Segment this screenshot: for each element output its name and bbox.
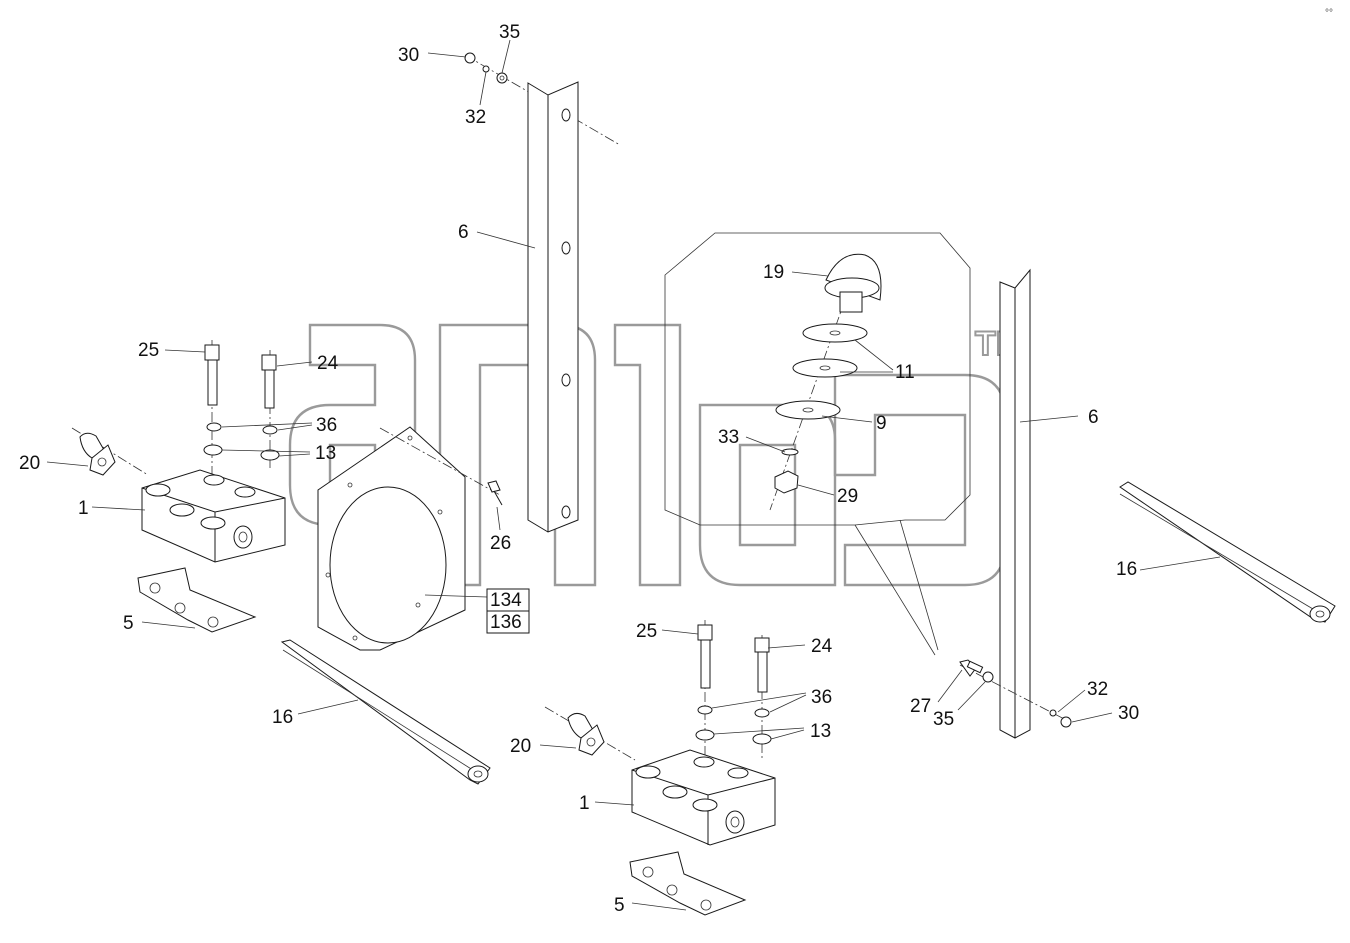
label-20-lower: 20: [510, 736, 531, 757]
label-25-left: 25: [138, 340, 159, 361]
label-9: 9: [876, 413, 887, 434]
label-24-left: 24: [317, 353, 339, 374]
label-30-right: 30: [1118, 703, 1139, 724]
clamp-assembly-lower: [544, 620, 776, 916]
label-32-top: 32: [465, 107, 486, 128]
mounting-plate: [317, 426, 503, 651]
angle-post-left: [527, 81, 579, 533]
label-24-lower: 24: [811, 636, 833, 657]
label-1-left: 1: [78, 498, 89, 519]
label-36-left: 36: [316, 415, 337, 436]
label-20-left: 20: [19, 453, 40, 474]
label-5-left: 5: [123, 613, 134, 634]
label-29: 29: [837, 486, 858, 507]
bumper-assembly: [769, 253, 882, 511]
label-13-lower: 13: [810, 721, 831, 742]
label-box-136: [486, 610, 530, 634]
label-32-right: 32: [1087, 679, 1108, 700]
label-134: 134: [490, 590, 522, 611]
label-25-lower: 25: [636, 621, 657, 642]
label-19: 19: [763, 262, 784, 283]
label-5-lower: 5: [614, 895, 625, 916]
label-16-left: 16: [272, 707, 293, 728]
label-30-top: 30: [398, 45, 419, 66]
label-136: 136: [490, 612, 522, 633]
clamp-assembly-left: [71, 340, 286, 633]
label-13-left: 13: [315, 443, 336, 464]
panel-outline: [664, 232, 971, 526]
label-33: 33: [718, 427, 739, 448]
label-35-top: 35: [499, 22, 520, 43]
label-6-right: 6: [1088, 407, 1099, 428]
label-36-lower: 36: [811, 687, 832, 708]
label-26: 26: [490, 533, 511, 554]
label-6-left: 6: [458, 222, 469, 243]
label-1-lower: 1: [579, 793, 590, 814]
leader-lines: [46, 39, 1221, 911]
rod-right: [1119, 481, 1336, 623]
label-16-right: 16: [1116, 559, 1137, 580]
corner-mark: °°: [1325, 8, 1333, 19]
right-fastener-stack: [959, 659, 1072, 728]
label-35-right: 35: [933, 709, 954, 730]
label-11: 11: [895, 362, 915, 383]
rod-left: [280, 639, 491, 785]
part-labels: 30 35 32 6 19 11 9 33 29 6 16 27 35 32 3…: [19, 22, 1139, 916]
angle-post-right: [999, 268, 1031, 739]
label-27: 27: [910, 696, 931, 717]
top-fastener-stack: [464, 52, 621, 146]
